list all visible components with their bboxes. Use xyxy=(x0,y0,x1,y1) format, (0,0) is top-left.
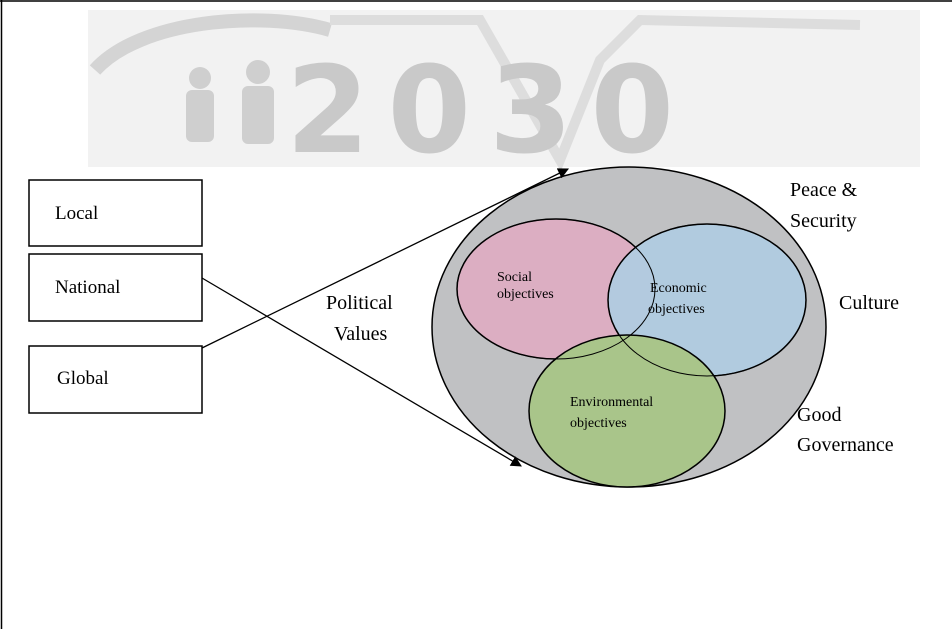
local-label: Local xyxy=(55,203,98,224)
social-label-line1: Social xyxy=(497,270,532,285)
watermark-figures-icon xyxy=(186,60,274,144)
watermark-swoosh-right xyxy=(330,14,861,172)
global-label: Global xyxy=(57,368,109,389)
governance-label-line2: Governance xyxy=(797,434,894,456)
economic-outline xyxy=(607,223,807,377)
social-outline xyxy=(456,218,656,360)
national-box xyxy=(28,253,203,322)
watermark-text: 2030 xyxy=(286,42,692,181)
national-label: National xyxy=(55,277,120,298)
watermark-band xyxy=(88,10,920,167)
environmental-label-line1: Environmental xyxy=(570,395,653,410)
environmental-label-line2: objectives xyxy=(570,416,627,431)
environmental-objectives-ellipse xyxy=(528,334,726,488)
watermark: 2030 xyxy=(88,10,920,181)
watermark-swoosh xyxy=(89,13,332,75)
peace-label-line1: Peace & xyxy=(790,179,858,201)
political-values-line1: Political xyxy=(326,292,393,314)
social-label-line2: objectives xyxy=(497,287,554,302)
political-values-line2: Values xyxy=(334,323,388,345)
local-box xyxy=(28,179,203,247)
economic-label-line2: objectives xyxy=(648,302,705,317)
global-to-outer-arrow xyxy=(201,168,569,349)
peace-label-line2: Security xyxy=(790,210,857,232)
economic-label-line1: Economic xyxy=(650,281,707,296)
global-box xyxy=(28,345,203,414)
culture-label: Culture xyxy=(839,292,899,314)
national-to-environment-arrow xyxy=(201,277,522,467)
governance-label-line1: Good xyxy=(797,404,841,426)
